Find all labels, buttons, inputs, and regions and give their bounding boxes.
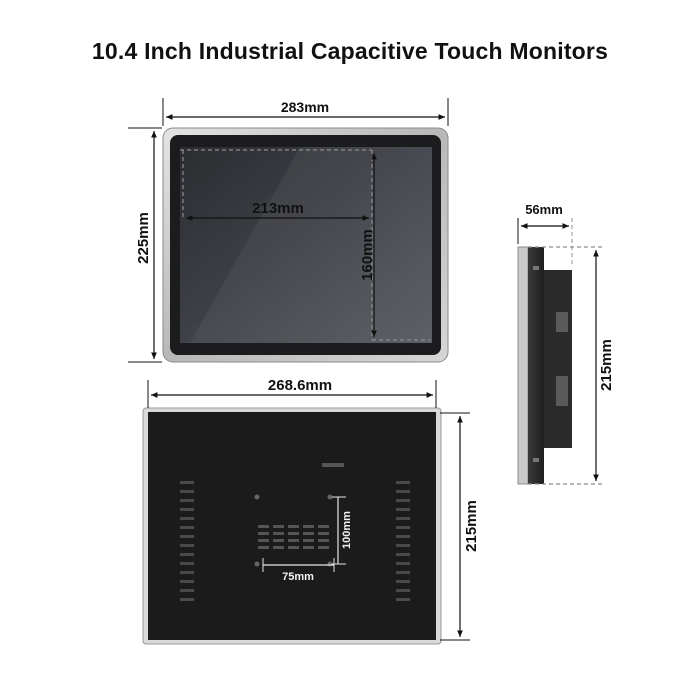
vesa-hole bbox=[254, 561, 260, 567]
vent-slot bbox=[303, 532, 314, 535]
dim-side-height: 215mm bbox=[593, 250, 615, 481]
side-view bbox=[517, 246, 605, 485]
side-rear-housing bbox=[544, 270, 572, 448]
side-ports-top bbox=[556, 312, 568, 332]
vent-slot bbox=[396, 490, 410, 493]
vent-slot bbox=[180, 562, 194, 565]
vent-slot bbox=[396, 553, 410, 556]
vent-slot bbox=[180, 517, 194, 520]
vent-slot bbox=[396, 508, 410, 511]
vent-slot bbox=[288, 525, 299, 528]
vent-slot bbox=[273, 539, 284, 542]
side-ports-bottom bbox=[556, 376, 568, 406]
dim-depth: 56mm bbox=[517, 202, 573, 266]
vent-slot bbox=[303, 525, 314, 528]
back-view bbox=[142, 407, 442, 645]
vesa-horizontal-label: 75mm bbox=[282, 571, 314, 583]
vent-slot bbox=[318, 539, 329, 542]
vent-slot bbox=[396, 499, 410, 502]
vent-slot bbox=[396, 535, 410, 538]
vent-slot bbox=[180, 481, 194, 484]
front-screen bbox=[180, 147, 432, 343]
dim-overall-width: 283mm bbox=[162, 98, 449, 126]
vent-slot bbox=[396, 562, 410, 565]
back-label-sticker bbox=[322, 463, 344, 467]
vent-slot bbox=[318, 525, 329, 528]
vent-slot bbox=[396, 571, 410, 574]
dim-vesa-horizontal: 75mm bbox=[262, 558, 335, 583]
vent-slot bbox=[396, 580, 410, 583]
side-height-label: 215mm bbox=[598, 339, 615, 391]
dim-vesa-vertical: 100mm bbox=[332, 496, 353, 565]
back-vent-center bbox=[258, 525, 329, 549]
vent-slot bbox=[180, 490, 194, 493]
page-title: 10.4 Inch Industrial Capacitive Touch Mo… bbox=[91, 38, 609, 64]
front-view bbox=[162, 127, 449, 363]
vent-slot bbox=[258, 539, 269, 542]
vent-slot bbox=[180, 580, 194, 583]
vent-slot bbox=[318, 546, 329, 549]
vent-slot bbox=[303, 546, 314, 549]
vent-slot bbox=[258, 546, 269, 549]
vesa-vertical-label: 100mm bbox=[341, 511, 353, 549]
back-vent-right bbox=[396, 481, 410, 601]
overall-height-label: 225mm bbox=[135, 212, 152, 264]
dim-overall-height: 225mm bbox=[128, 127, 162, 363]
vent-slot bbox=[318, 532, 329, 535]
dim-screen-width: 213mm bbox=[186, 200, 369, 221]
vent-slot bbox=[180, 535, 194, 538]
side-mount-hole-top bbox=[533, 266, 539, 270]
vent-slot bbox=[180, 598, 194, 601]
back-height-label: 215mm bbox=[463, 500, 480, 552]
vent-slot bbox=[288, 546, 299, 549]
back-vent-left bbox=[180, 481, 194, 601]
side-mount-hole-bottom bbox=[533, 458, 539, 462]
dim-back-height: 215mm bbox=[440, 412, 480, 641]
screen-height-label: 160mm bbox=[359, 229, 376, 281]
vent-slot bbox=[396, 598, 410, 601]
vent-slot bbox=[288, 532, 299, 535]
vent-slot bbox=[396, 517, 410, 520]
vent-slot bbox=[396, 544, 410, 547]
vent-slot bbox=[396, 526, 410, 529]
vent-slot bbox=[273, 532, 284, 535]
vent-slot bbox=[180, 499, 194, 502]
vesa-hole bbox=[327, 494, 333, 500]
vent-slot bbox=[180, 544, 194, 547]
overall-width-label: 283mm bbox=[281, 99, 329, 115]
screen-width-label: 213mm bbox=[252, 200, 304, 217]
vesa-hole bbox=[327, 561, 333, 567]
vent-slot bbox=[273, 525, 284, 528]
vent-slot bbox=[180, 553, 194, 556]
dim-screen-height: 160mm bbox=[359, 153, 377, 337]
vent-slot bbox=[288, 539, 299, 542]
back-width-label: 268.6mm bbox=[268, 377, 332, 394]
vent-slot bbox=[258, 525, 269, 528]
side-bezel-edge bbox=[517, 246, 529, 485]
vent-slot bbox=[258, 532, 269, 535]
vent-slot bbox=[396, 481, 410, 484]
side-front-panel bbox=[528, 247, 544, 484]
vent-slot bbox=[180, 508, 194, 511]
vent-slot bbox=[180, 589, 194, 592]
vent-slot bbox=[180, 571, 194, 574]
vent-slot bbox=[303, 539, 314, 542]
depth-label: 56mm bbox=[525, 202, 563, 217]
vent-slot bbox=[396, 589, 410, 592]
dim-back-width: 268.6mm bbox=[147, 377, 437, 408]
vesa-hole bbox=[254, 494, 260, 500]
vent-slot bbox=[273, 546, 284, 549]
vent-slot bbox=[180, 526, 194, 529]
